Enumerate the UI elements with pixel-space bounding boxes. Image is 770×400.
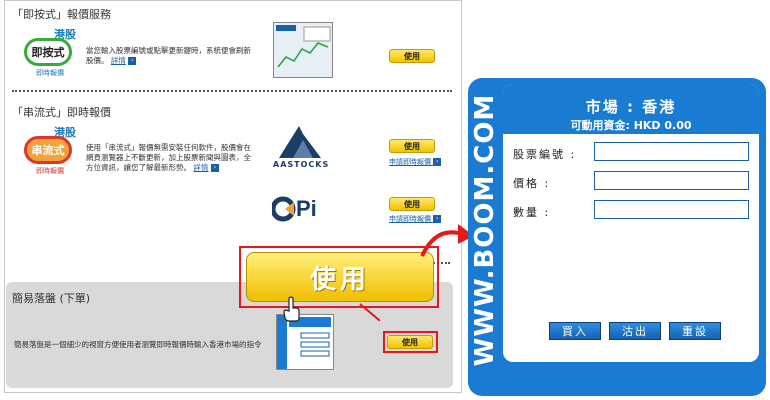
available-funds: 可動用資金: HKD 0.00 <box>570 119 692 132</box>
qpi-apply-link[interactable]: 申請即時報價 › <box>389 214 442 224</box>
aastocks-logo: AASTOCKS <box>273 124 329 174</box>
qpi-name: Pi <box>296 196 317 221</box>
order-window-thumbnail <box>276 314 334 370</box>
chevron-right-icon[interactable]: › <box>128 57 137 65</box>
divider <box>12 90 452 92</box>
section2-detail-link[interactable]: 詳情 <box>193 163 209 172</box>
market-label: 市場 : 香港 <box>585 98 677 116</box>
simple-order-use-button[interactable]: 使用 <box>387 335 433 349</box>
zoomed-use-button[interactable]: 使用 <box>246 252 434 302</box>
stock-code-input[interactable] <box>594 142 749 161</box>
buy-button[interactable]: 買入 <box>549 322 601 340</box>
qpi-logo-icon <box>270 196 296 222</box>
logo-main-text: 串流式 <box>24 136 72 164</box>
order-window-icon <box>277 315 331 369</box>
stock-code-label: 股票編號 : <box>513 148 577 161</box>
curved-arrow-icon <box>420 224 474 257</box>
sell-button[interactable]: 沽出 <box>609 322 661 340</box>
chevron-right-icon: › <box>433 158 442 166</box>
order-form-header: 市場 : 香港 可動用資金: HKD 0.00 <box>503 84 759 134</box>
section2-description: 使用「串流式」報價無需安裝任何軟件，股價會在網頁瀏覽器上不斷更新，加上股票新聞與… <box>86 143 251 172</box>
chevron-right-icon[interactable]: › <box>210 164 219 172</box>
aastocks-mountain-icon <box>279 126 321 158</box>
price-input[interactable] <box>594 171 749 190</box>
quantity-input[interactable] <box>594 200 749 219</box>
aastocks-name: AASTOCKS <box>273 160 330 169</box>
aastocks-use-button[interactable]: 使用 <box>389 139 435 153</box>
quote-screenshot-thumbnail <box>273 22 333 78</box>
qpi-logo: Pi <box>270 194 332 224</box>
price-label: 價格 : <box>513 177 551 190</box>
qpi-use-button[interactable]: 使用 <box>389 197 435 211</box>
section-title-quote-on-demand: 「即按式」報價服務 <box>12 8 111 21</box>
highlight-box-large <box>239 246 439 308</box>
reset-button[interactable]: 重設 <box>669 322 721 340</box>
logo-main-text: 即按式 <box>24 38 72 66</box>
section1-description: 當您輸入股票編號或點擊更新鍵時，系統便會刷新股價。 詳情 › <box>86 46 251 65</box>
logo-sub-text: 即時報價 <box>36 167 64 175</box>
section-title-streaming: 「串流式」即時報價 <box>12 106 111 119</box>
hand-cursor-icon <box>283 296 300 322</box>
section3-description: 簡易落盤是一個細少的視窗方便使用者瀏覽即時報價時輸入香港市場的指令 <box>14 340 262 349</box>
quote-on-demand-logo: 港股 即按式 即時報價 <box>24 26 80 80</box>
section1-detail-link[interactable]: 詳情 <box>110 56 126 65</box>
section-title-simple-order: 簡易落盤 (下單) <box>12 292 91 305</box>
quote-on-demand-use-button[interactable]: 使用 <box>389 49 435 63</box>
highlight-box-small <box>383 331 438 353</box>
aastocks-apply-link[interactable]: 申請即時報價 › <box>389 157 442 167</box>
chart-thumbnail-icon <box>274 23 332 77</box>
logo-sub-text: 即時報價 <box>36 69 64 77</box>
quantity-label: 數量 : <box>513 206 551 219</box>
logo-badge: 港股 <box>54 126 76 139</box>
logo-badge: 港股 <box>54 28 76 41</box>
chevron-right-icon: › <box>433 215 442 223</box>
streaming-quote-logo: 港股 串流式 即時報價 <box>24 124 80 178</box>
boom-brand-vertical: WWW.BOOM.COM <box>470 93 500 367</box>
